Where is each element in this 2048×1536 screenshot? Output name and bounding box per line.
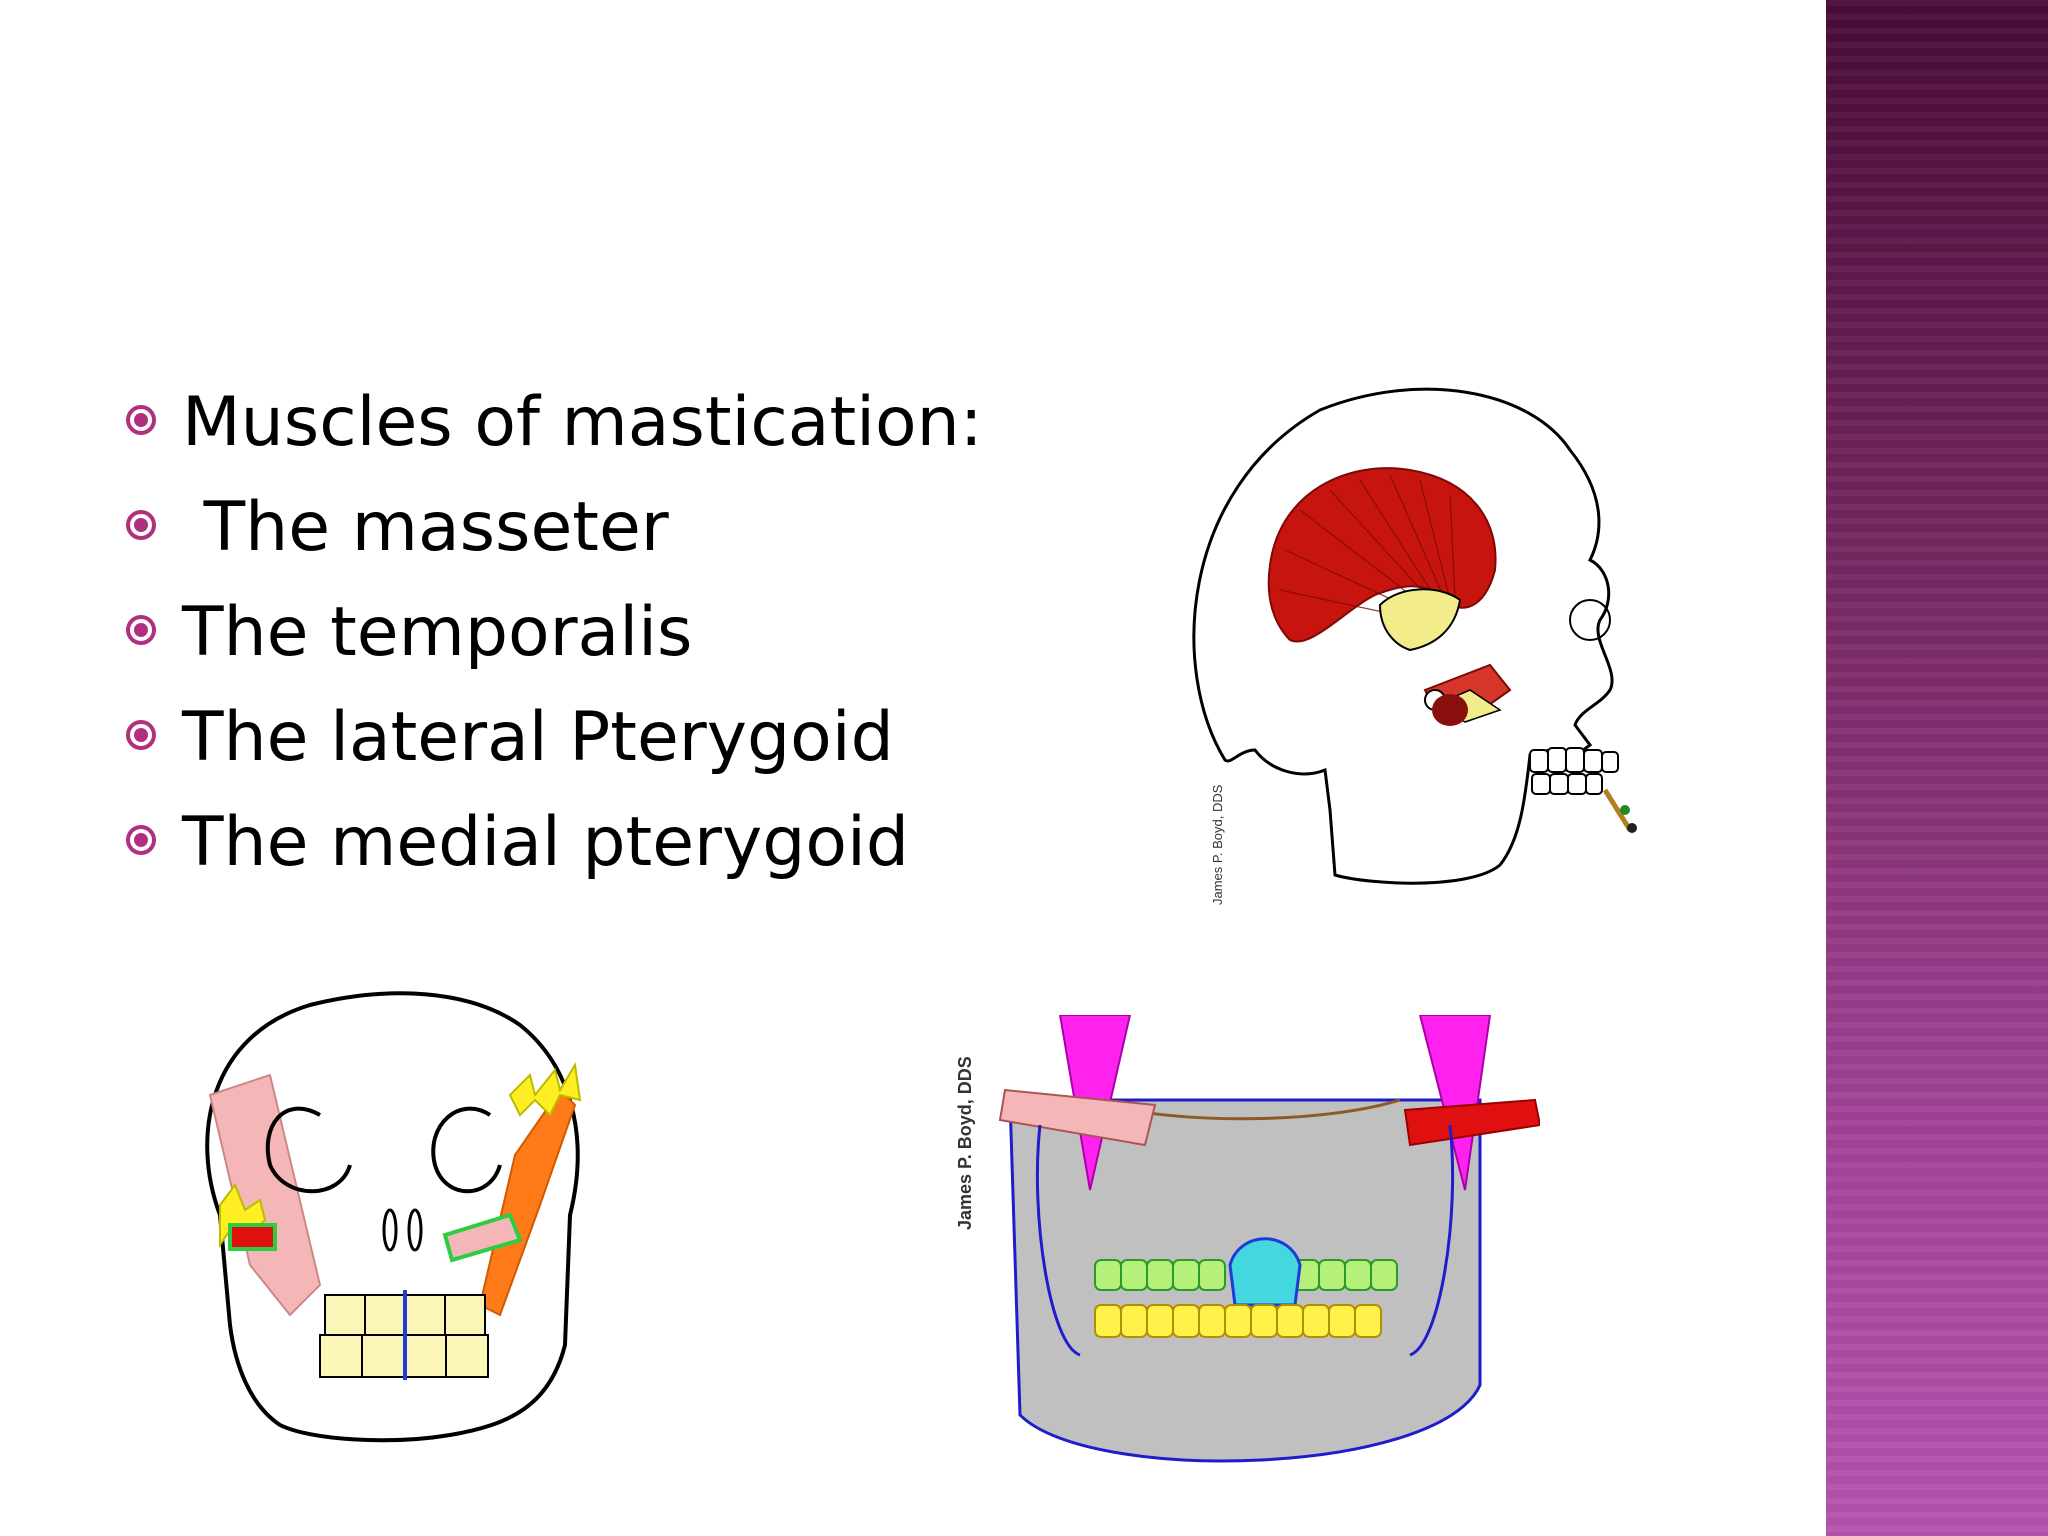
decorative-sidebar bbox=[1826, 0, 2048, 1536]
circle-dot-bullet-icon bbox=[124, 403, 164, 443]
bullet-item: The lateral Pterygoid bbox=[124, 685, 983, 790]
circle-dot-bullet-icon bbox=[124, 613, 164, 653]
bullet-text: The lateral Pterygoid bbox=[182, 698, 894, 777]
bullet-item: The masseter bbox=[124, 475, 983, 580]
image-credit: James P. Boyd, DDS bbox=[1210, 784, 1225, 905]
image-credit: James P. Boyd, DDS bbox=[955, 1056, 975, 1230]
jaw-dental-arch-illustration bbox=[998, 1015, 1540, 1463]
circle-dot-bullet-icon bbox=[124, 718, 164, 758]
bullet-text: Muscles of mastication: bbox=[182, 383, 983, 462]
bullet-text: The temporalis bbox=[182, 593, 693, 672]
bullet-item: The temporalis bbox=[124, 580, 983, 685]
skull-side-view-illustration bbox=[1192, 387, 1637, 885]
skull-front-view-illustration bbox=[205, 991, 582, 1443]
bullet-item: The medial pterygoid bbox=[124, 790, 983, 895]
bullet-text: The medial pterygoid bbox=[182, 803, 910, 882]
circle-dot-bullet-icon bbox=[124, 823, 164, 863]
bullet-list: Muscles of mastication: The masseter The… bbox=[124, 370, 983, 895]
circle-dot-bullet-icon bbox=[124, 508, 164, 548]
bullet-text: The masseter bbox=[182, 488, 669, 567]
bullet-item: Muscles of mastication: bbox=[124, 370, 983, 475]
